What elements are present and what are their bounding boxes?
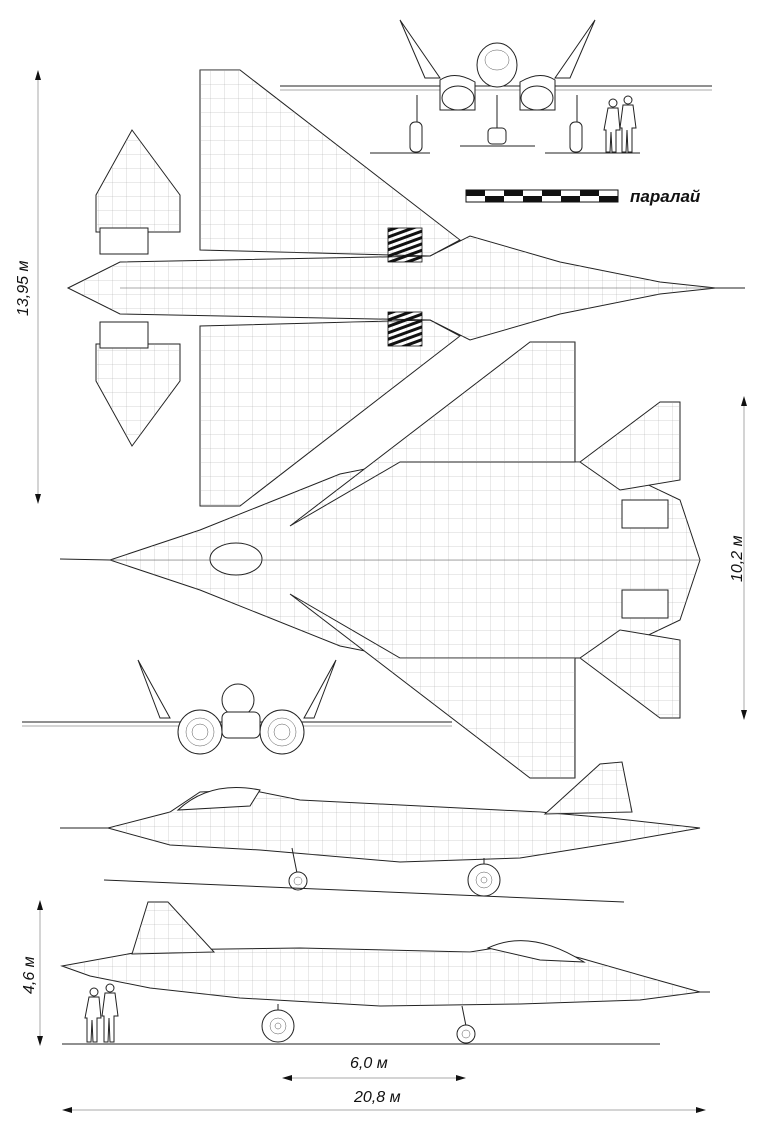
human-figures-side <box>84 983 119 1043</box>
front-view-top <box>280 19 712 154</box>
dim-height-label: 4,6 м <box>21 956 38 994</box>
dim-wingspan-label: 13,95 м <box>15 261 32 316</box>
human-figures-top <box>603 95 637 153</box>
side-view-upper <box>60 761 701 903</box>
plan-view-top <box>66 69 745 507</box>
dim-track-label: 6,0 м <box>350 1055 388 1072</box>
brand-label: паралай <box>630 187 701 206</box>
dim-span-right-label: 10,2 м <box>729 535 746 582</box>
side-view-lower <box>60 901 710 1045</box>
scale-bar <box>465 189 619 203</box>
plan-view-bottom <box>59 341 701 779</box>
dim-length-label: 20,8 м <box>353 1089 401 1106</box>
dimension-lines <box>35 70 747 1113</box>
rear-view <box>22 659 452 755</box>
